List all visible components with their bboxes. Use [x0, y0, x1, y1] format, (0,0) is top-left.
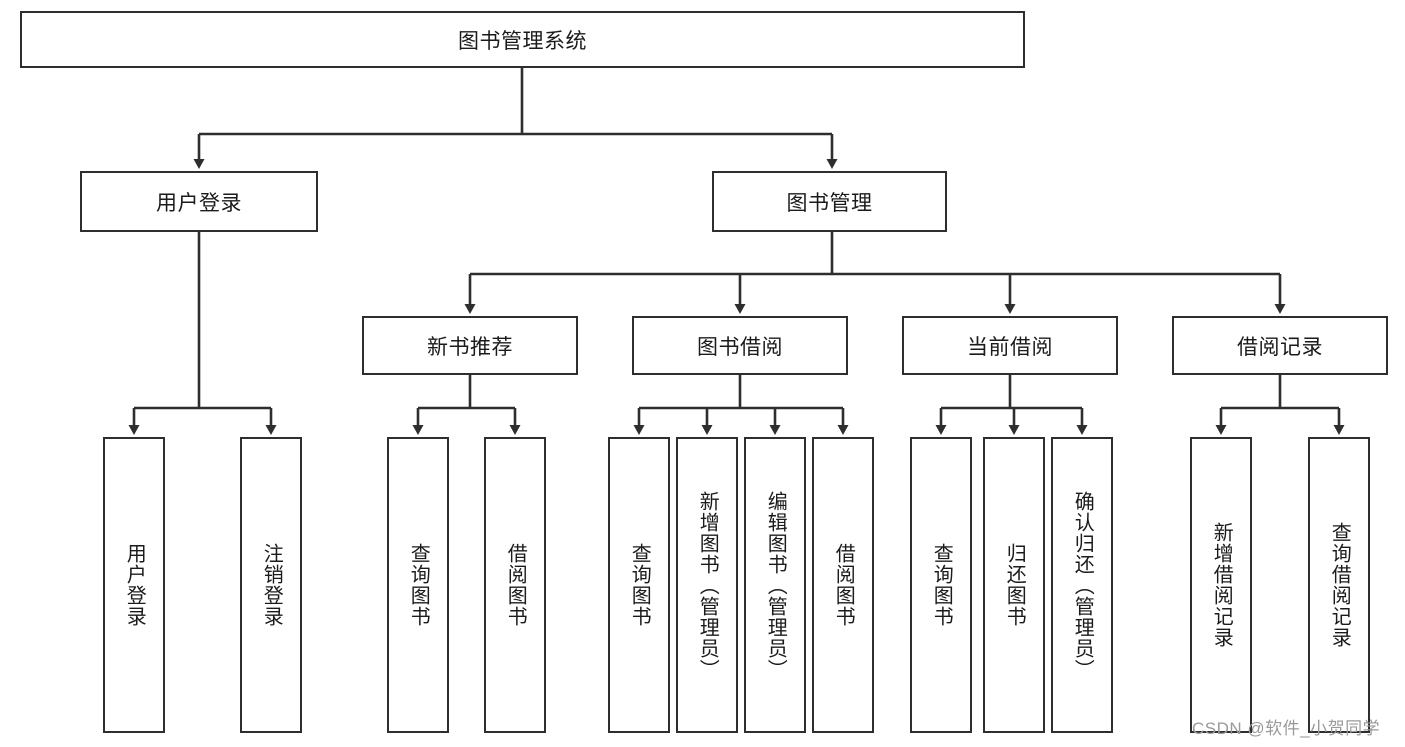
node-new-book-recommend[interactable]: 新书推荐 — [362, 316, 578, 375]
node-leaf-add-book[interactable]: 新增图书（管理员） — [676, 437, 738, 733]
node-label: 查询图书 — [628, 543, 651, 627]
node-leaf-user-logout[interactable]: 注销登录 — [240, 437, 302, 733]
node-leaf-return-book[interactable]: 归还图书 — [983, 437, 1045, 733]
node-label: 新书推荐 — [427, 335, 513, 359]
node-label: 借阅图书 — [832, 543, 855, 627]
node-label: 新增借阅记录 — [1210, 522, 1233, 648]
node-leaf-query-book-rec[interactable]: 查询图书 — [387, 437, 449, 733]
node-label: 图书管理 — [786, 191, 873, 215]
node-label: 查询借阅记录 — [1328, 522, 1351, 648]
node-label: 图书借阅 — [697, 335, 783, 359]
node-leaf-query-book-bor[interactable]: 查询图书 — [608, 437, 670, 733]
node-label: 注销登录 — [260, 543, 283, 627]
node-leaf-borrow-book-rec[interactable]: 借阅图书 — [484, 437, 546, 733]
node-label: 用户登录 — [123, 543, 146, 627]
node-leaf-query-book-cur[interactable]: 查询图书 — [910, 437, 972, 733]
node-current-borrow[interactable]: 当前借阅 — [902, 316, 1118, 375]
node-label: 新增图书（管理员） — [696, 490, 719, 680]
node-label: 查询图书 — [930, 543, 953, 627]
node-label: 借阅图书 — [504, 543, 527, 627]
node-label: 归还图书 — [1003, 543, 1026, 627]
node-leaf-edit-book[interactable]: 编辑图书（管理员） — [744, 437, 806, 733]
node-label: 确认归还（管理员） — [1071, 490, 1094, 680]
node-label: 当前借阅 — [967, 335, 1053, 359]
node-root[interactable]: 图书管理系统 — [20, 11, 1025, 68]
csdn-watermark: CSDN @软件_小贺同学 — [1192, 719, 1381, 738]
node-label: 用户登录 — [156, 191, 242, 215]
node-label: 图书管理系统 — [458, 29, 587, 53]
node-book-borrow[interactable]: 图书借阅 — [632, 316, 848, 375]
node-leaf-add-record[interactable]: 新增借阅记录 — [1190, 437, 1252, 733]
node-leaf-query-record[interactable]: 查询借阅记录 — [1308, 437, 1370, 733]
node-user-login[interactable]: 用户登录 — [80, 171, 318, 232]
node-leaf-confirm-return[interactable]: 确认归还（管理员） — [1051, 437, 1113, 733]
node-leaf-borrow-book-bor[interactable]: 借阅图书 — [812, 437, 874, 733]
node-borrow-record[interactable]: 借阅记录 — [1172, 316, 1388, 375]
node-label: 借阅记录 — [1237, 335, 1323, 359]
node-leaf-user-login[interactable]: 用户登录 — [103, 437, 165, 733]
node-label: 查询图书 — [407, 543, 430, 627]
node-label: 编辑图书（管理员） — [764, 490, 787, 680]
node-book-manage[interactable]: 图书管理 — [712, 171, 947, 232]
